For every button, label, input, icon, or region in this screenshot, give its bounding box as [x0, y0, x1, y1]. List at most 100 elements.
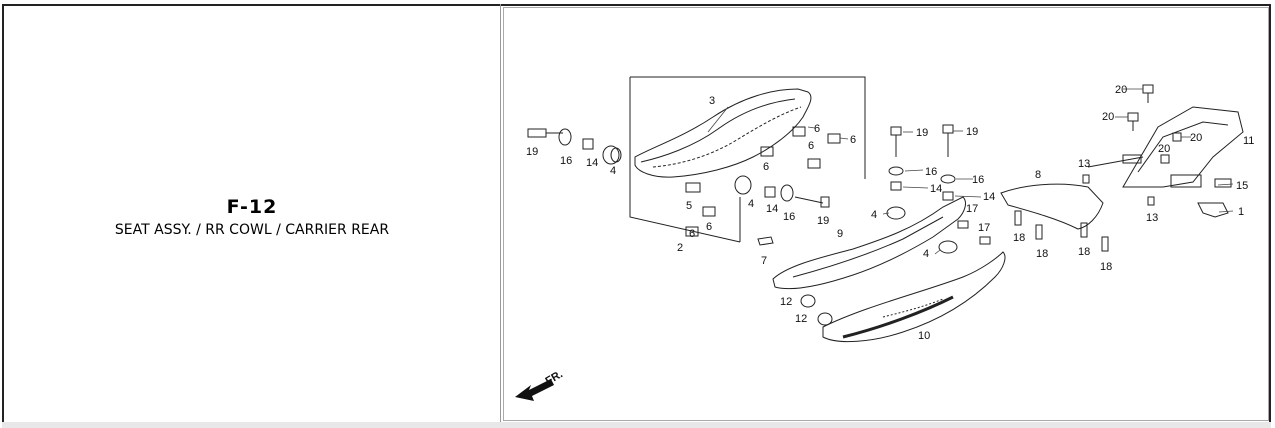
cover-8	[1000, 183, 1104, 230]
bolt-20-c	[1172, 132, 1182, 142]
callout-13: 13	[1078, 158, 1090, 170]
section-title-panel: F-12 SEAT ASSY. / RR COWL / CARRIER REAR	[4, 6, 500, 422]
callout-14: 14	[983, 191, 995, 203]
screw-18-d	[1101, 236, 1109, 252]
rubber-6-d	[827, 133, 841, 144]
bolt-20-a	[1142, 84, 1154, 94]
rubber-6-e	[760, 146, 774, 157]
page-frame	[2, 4, 1271, 428]
rubber-6-b	[685, 226, 699, 237]
callout-19: 19	[916, 127, 928, 139]
bolt-19-r1	[890, 126, 902, 136]
grommet-12-a	[800, 294, 816, 308]
panel-divider	[500, 4, 501, 428]
callout-5: 5	[686, 200, 692, 212]
seat	[634, 88, 812, 178]
screw-18-a	[1014, 210, 1022, 226]
screw-18-b	[1035, 224, 1043, 240]
seat-group-outline	[630, 76, 866, 179]
part-7	[757, 236, 774, 246]
rubber-5	[685, 182, 701, 193]
bolt-20-d	[1160, 154, 1170, 164]
callout-4: 4	[748, 198, 754, 210]
callout-16: 16	[560, 155, 572, 167]
callout-17: 17	[978, 222, 990, 234]
screw-18-c	[1080, 222, 1088, 238]
callout-19: 19	[817, 215, 829, 227]
bolt-19-r2	[942, 124, 954, 134]
callout-17: 17	[966, 203, 978, 215]
callout-7: 7	[761, 255, 767, 267]
collar-14-r2	[942, 191, 954, 201]
callout-14: 14	[766, 203, 778, 215]
washer-16-mid	[780, 184, 794, 202]
grommet-12-b	[817, 312, 833, 326]
callout-4: 4	[923, 248, 929, 260]
section-code: F-12	[226, 196, 278, 218]
rubber-6-a	[702, 206, 716, 217]
rubber-6-f	[807, 158, 821, 169]
callout-3: 3	[709, 95, 715, 107]
callout-6: 6	[850, 134, 856, 146]
diagram-panel	[503, 7, 1269, 421]
callout-14: 14	[930, 183, 942, 195]
callout-16: 16	[925, 166, 937, 178]
rubber-4-r1	[886, 206, 906, 220]
callout-19: 19	[966, 126, 978, 138]
part-15	[1214, 178, 1232, 188]
cowl-10	[822, 251, 1006, 343]
callout-20: 20	[1115, 84, 1127, 96]
callout-18: 18	[1100, 261, 1112, 273]
rubber-6-c	[792, 126, 806, 137]
callout-12: 12	[780, 296, 792, 308]
collar-14-left	[582, 138, 594, 150]
callout-20: 20	[1158, 143, 1170, 155]
callout-6: 6	[763, 161, 769, 173]
callout-16: 16	[972, 174, 984, 186]
bottom-band	[2, 422, 1271, 428]
callout-6: 6	[814, 123, 820, 135]
front-direction-label: FR.	[544, 368, 565, 387]
callout-20: 20	[1102, 111, 1114, 123]
washer-16-r1	[888, 166, 904, 176]
callout-6: 6	[689, 228, 695, 240]
callout-18: 18	[1036, 248, 1048, 260]
part-13-b	[1147, 196, 1155, 206]
callout-19: 19	[526, 146, 538, 158]
collar-14-r1	[890, 181, 902, 191]
washer-16-r2	[940, 174, 956, 184]
bolt-19-mid	[820, 196, 830, 208]
callout-11: 11	[1243, 135, 1254, 147]
section-description: SEAT ASSY. / RR COWL / CARRIER REAR	[114, 222, 390, 238]
callout-16: 16	[783, 211, 795, 223]
part-1	[1197, 202, 1229, 218]
part-17-b	[979, 236, 991, 245]
callout-14: 14	[586, 157, 598, 169]
callout-4: 4	[871, 209, 877, 221]
rubber-4-left	[602, 145, 620, 165]
rubber-4-r2	[938, 240, 958, 254]
rubber-4-mid	[734, 175, 752, 195]
bolt-20-b	[1127, 112, 1139, 122]
washer-16-left	[558, 128, 572, 146]
callout-6: 6	[808, 140, 814, 152]
callout-13: 13	[1146, 212, 1158, 224]
collar-14-mid	[764, 186, 776, 198]
bracket-13	[1122, 154, 1142, 164]
callout-18: 18	[1013, 232, 1025, 244]
callout-2: 2	[677, 242, 683, 254]
front-direction-arrow: FR.	[515, 368, 565, 401]
parts-diagram: FR. 3 19 16 14 4 6 6 6 6 5 6 6 2 4 14 16…	[515, 76, 1254, 401]
callout-8: 8	[1035, 169, 1041, 181]
frame-9	[772, 196, 966, 290]
callout-18: 18	[1078, 246, 1090, 258]
callout-12: 12	[795, 313, 807, 325]
callouts: 3 19 16 14 4 6 6 6 6 5 6 6 2 4 14 16 19 …	[526, 84, 1254, 342]
callout-20: 20	[1190, 132, 1202, 144]
callout-9: 9	[837, 228, 843, 240]
callout-4: 4	[610, 165, 616, 177]
callout-15: 15	[1236, 180, 1248, 192]
part-17-a	[957, 220, 969, 229]
callout-10: 10	[918, 330, 930, 342]
bolt-19-left	[527, 128, 547, 138]
